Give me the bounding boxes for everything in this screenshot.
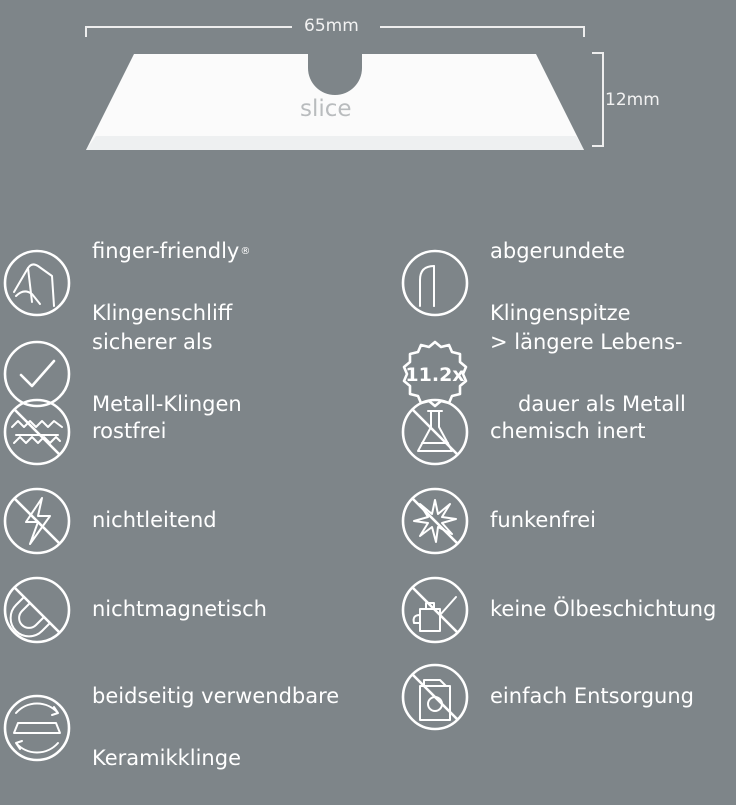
feature-label: sicherer als Metall-Klingen bbox=[92, 330, 242, 416]
blade-illustration: 65mm 12mm slice bbox=[0, 0, 736, 170]
feature-spark-free: funkenfrei bbox=[400, 474, 596, 567]
brand-logo: slice bbox=[300, 96, 352, 122]
feature-non-conductive: nichtleitend bbox=[2, 474, 217, 567]
feature-label: rostfrei bbox=[92, 419, 167, 443]
feature-label: nichtmagnetisch bbox=[92, 597, 267, 621]
feature-chemical-inert: chemisch inert bbox=[400, 385, 645, 478]
blade-height-label: 12mm bbox=[605, 90, 660, 110]
chemical-inert-icon bbox=[400, 397, 470, 467]
feature-non-magnetic: nichtmagnetisch bbox=[2, 563, 267, 656]
registered-mark: ® bbox=[240, 246, 251, 257]
non-conductive-icon bbox=[2, 486, 72, 556]
feature-label: chemisch inert bbox=[490, 419, 646, 443]
feature-label: keine Ölbeschichtung bbox=[490, 597, 717, 621]
non-magnetic-icon bbox=[2, 575, 72, 645]
finger-friendly-icon bbox=[2, 248, 72, 318]
feature-double-sided: beidseitig verwendbare Keramikklinge bbox=[2, 650, 339, 805]
feature-rust-free: rostfrei bbox=[2, 385, 167, 478]
spark-free-icon bbox=[400, 486, 470, 556]
no-oil-icon bbox=[400, 575, 470, 645]
blade-drawing bbox=[85, 26, 604, 150]
lifespan-icon: 11.2x bbox=[400, 339, 470, 409]
feature-label: einfach Entsorgung bbox=[490, 684, 695, 708]
feature-label: funkenfrei bbox=[490, 508, 596, 532]
feature-label: nichtleitend bbox=[92, 508, 217, 532]
blade-width-label: 65mm bbox=[304, 16, 359, 36]
feature-safer: sicherer als Metall-Klingen bbox=[2, 296, 242, 451]
checkmark-icon bbox=[2, 339, 72, 409]
easy-disposal-icon bbox=[400, 662, 470, 732]
double-sided-blade-icon bbox=[2, 693, 72, 763]
feature-label: abgerundete Klingenspitze bbox=[490, 239, 631, 325]
rounded-tip-icon bbox=[400, 248, 470, 318]
feature-no-oil: keine Ölbeschichtung bbox=[400, 563, 716, 656]
lifespan-icon-text: 11.2x bbox=[405, 364, 464, 386]
feature-rounded-tip: abgerundete Klingenspitze bbox=[400, 205, 631, 360]
feature-label: > längere Lebens- dauer als Metall bbox=[490, 330, 686, 416]
feature-easy-disposal: einfach Entsorgung bbox=[400, 650, 694, 743]
feature-lifespan: 11.2x > längere Lebens- dauer als Metall bbox=[400, 296, 686, 451]
feature-label: finger-friendly® Klingenschliff bbox=[92, 239, 251, 325]
feature-finger-friendly: finger-friendly® Klingenschliff bbox=[2, 205, 250, 360]
feature-label: beidseitig verwendbare Keramikklinge bbox=[92, 684, 340, 770]
rust-free-icon bbox=[2, 397, 72, 467]
